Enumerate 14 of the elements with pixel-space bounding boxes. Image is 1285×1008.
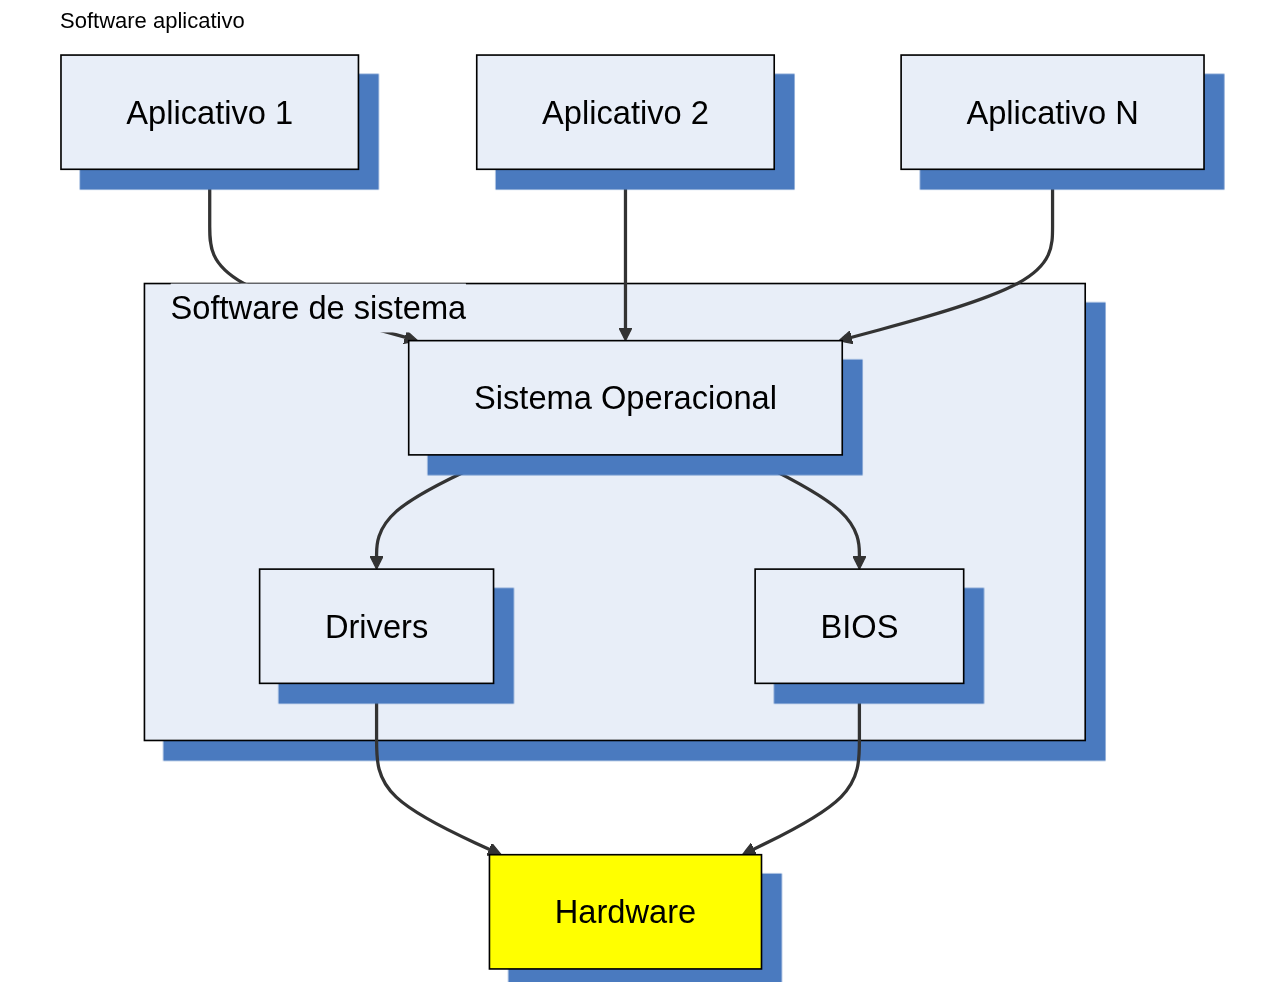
- arrow: [369, 454, 502, 570]
- arrow: [838, 169, 1055, 345]
- node-box: BIOS: [754, 568, 965, 685]
- node-box: Aplicativo 1: [60, 54, 360, 171]
- heading-text: Software aplicativo: [60, 8, 246, 34]
- arrow: [374, 683, 502, 856]
- arrow: [741, 453, 867, 570]
- node-box: Aplicativo 2: [475, 54, 776, 171]
- node-box: Aplicativo N: [900, 54, 1205, 171]
- arrow: [741, 683, 862, 856]
- node-box: Drivers: [258, 568, 495, 685]
- node-box: Hardware: [488, 853, 763, 970]
- node-box: Sistema Operacional: [407, 339, 844, 456]
- arrow: [618, 169, 633, 342]
